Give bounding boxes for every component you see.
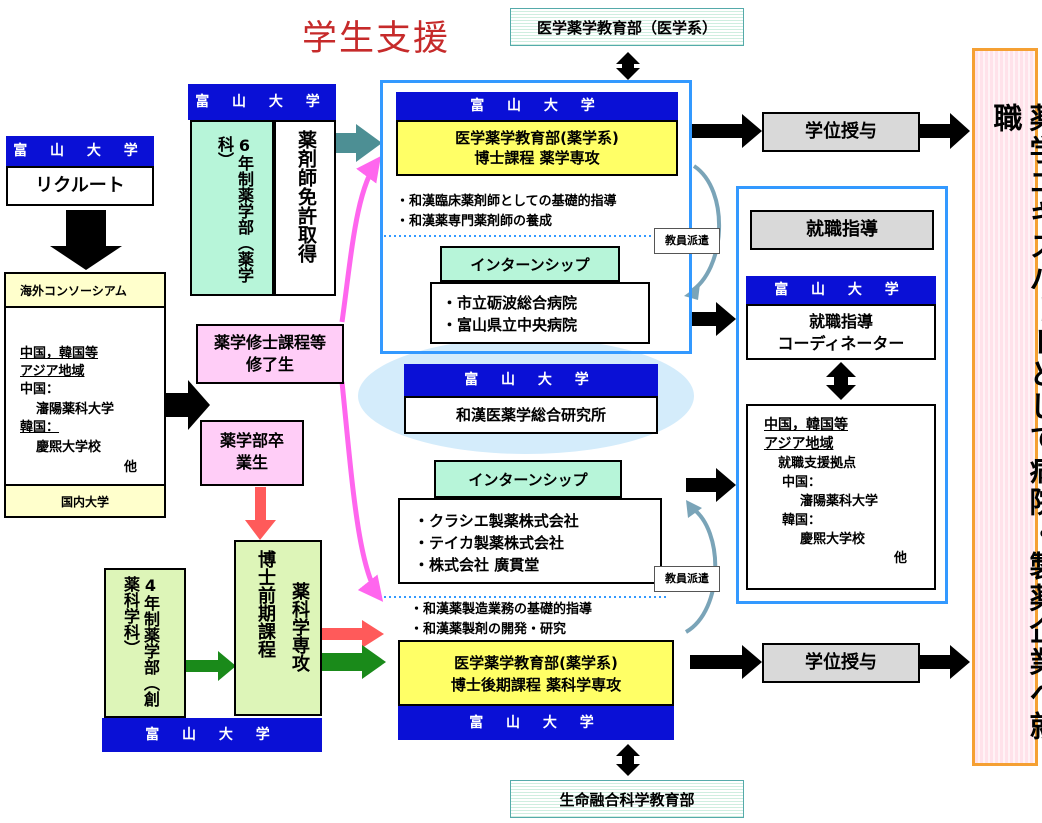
curve-dispatch-bottom-head (686, 500, 702, 518)
pink-curve-up (339, 155, 381, 323)
phd-top-bullet-2: ・和漢薬専門薬剤師の養成 (396, 214, 553, 229)
arrow-to-job-support-top (690, 302, 736, 336)
asia-korea: 韓国： (782, 513, 822, 528)
consortium-china-univ: 瀋陽薬科大学 (36, 402, 115, 417)
consortium-korea: 韓国： (20, 420, 60, 435)
pharm6-col2: 薬剤師免許取得 (274, 120, 336, 296)
career-banner: 薬学エキスパートとして病院・製薬企業へ就職 (972, 48, 1042, 766)
asia-region2: アジア地域 (764, 436, 834, 452)
consortium-etc: 他 (124, 460, 138, 475)
pharm4-panel: 4年制薬学部（創薬科学科） (104, 568, 186, 718)
undergrad-box: 薬学部卒業生 (200, 420, 304, 486)
consortium-panel: 海外コンソーシアム 中国，韓国等 アジア地域 中国： 瀋陽薬科大学 韓国： 慶煕… (4, 272, 166, 518)
asia-box: 中国，韓国等 アジア地域 就職支援拠点 中国： 瀋陽薬科大学 韓国： 慶煕大学校… (746, 404, 936, 590)
job-guidance-box: 就職指導 (750, 210, 934, 250)
pharm6-col1: 6年制薬学部（薬学科） (190, 120, 274, 296)
coordinator-box: 就職指導 コーディネーター (746, 304, 936, 360)
degree-box-top: 学位授与 (762, 112, 920, 152)
company-box: ・クラシエ製薬株式会社 ・テイカ製薬株式会社 ・株式会社 廣貫堂 (398, 498, 662, 584)
company-3: ・株式会社 廣貫堂 (414, 556, 540, 574)
recruit-box: リクルート (6, 166, 154, 206)
asia-base: 就職支援拠点 (778, 456, 857, 471)
phd-bottom-bullet-2: ・和漢薬製剤の開発・研究 (410, 622, 567, 637)
institute-box: 和漢医薬学総合研究所 (404, 396, 658, 434)
consortium-korea-univ: 慶煕大学校 (36, 440, 102, 455)
arrow-phd-to-degree-bottom (690, 645, 762, 679)
company-1: ・クラシエ製薬株式会社 (414, 512, 579, 530)
phd-bottom-line2: 博士後期課程 薬科学専攻 (450, 676, 622, 694)
phd-bottom-line1: 医学薬学教育部(薬学系) (454, 654, 618, 672)
arrow-recruit-down (50, 210, 122, 270)
dispatch-label-bottom: 教員派遣 (654, 566, 720, 592)
phd-top-frame (380, 80, 692, 354)
asia-etc: 他 (894, 551, 908, 566)
zenki-panel: 博士前期課程 薬科学専攻 (234, 540, 322, 716)
phd-top-univ-header: 富 山 大 学 (396, 92, 678, 120)
degree-box-bottom: 学位授与 (762, 643, 920, 683)
intern-label-top: インターンシップ (440, 246, 620, 282)
consortium-china: 中国： (20, 382, 60, 397)
asia-region: 中国，韓国等 (764, 417, 848, 433)
arrow-double-bottom (616, 744, 640, 776)
consortium-region2: アジア地域 (20, 364, 85, 379)
phd-bottom-box: 医学薬学教育部(薬学系) 博士後期課程 薬科学専攻 (398, 640, 674, 706)
arrow-double-top (616, 52, 640, 80)
hospital-1: ・市立砺波総合病院 (442, 294, 578, 312)
phd-top-line1: 医学薬学教育部(薬学系) (455, 129, 619, 147)
zenki-col1: 博士前期課程 (255, 550, 276, 658)
dispatch-label-top: 教員派遣 (654, 228, 720, 254)
pharm4-univ-footer: 富 山 大 学 (102, 718, 322, 752)
arrow-undergrad-down (245, 487, 276, 540)
hospital-box: ・市立砺波総合病院 ・富山県立中央病院 (430, 282, 650, 344)
pharm6-univ-header: 富 山 大 学 (188, 84, 336, 120)
hospital-2: ・富山県立中央病院 (442, 316, 578, 334)
intern-label-bottom: インターンシップ (434, 460, 622, 498)
recruit-univ-header: 富 山 大 学 (6, 136, 154, 166)
company-2: ・テイカ製薬株式会社 (414, 534, 565, 552)
arrow-double-coordinator (826, 362, 856, 400)
pharm6-col2-text: 薬剤師免許取得 (295, 130, 317, 263)
coordinator-line2: コーディネーター (777, 334, 905, 353)
consortium-domestic: 国内大学 (6, 484, 164, 516)
job-support-frame (736, 186, 948, 604)
coordinator-univ-header: 富 山 大 学 (746, 276, 936, 304)
arrow-phd-to-degree-top (690, 114, 762, 148)
consortium-header: 海外コンソーシアム (6, 274, 164, 308)
arrow-pharm4-right (186, 651, 236, 681)
coordinator-line1: 就職指導 (808, 312, 873, 331)
zenki-col2: 薬科学専攻 (289, 582, 310, 672)
pharm6-col1-text: 6年制薬学部（薬学科） (215, 136, 254, 283)
top-dept-box: 医学薬学教育部（医学系） (510, 8, 744, 46)
arrow-to-job-support-bottom (686, 468, 736, 502)
masters-grad-box: 薬学修士課程等修了生 (196, 324, 344, 384)
asia-korea-univ: 慶煕大学校 (800, 532, 866, 547)
page-title: 学生支援 (302, 19, 451, 59)
pink-curve-down (339, 381, 384, 602)
arrow-zenki-red (322, 620, 384, 648)
undergrad-text: 薬学部卒業生 (219, 431, 284, 472)
institute-univ-header: 富 山 大 学 (404, 364, 658, 396)
phd-top-line2: 博士課程 薬学専攻 (474, 149, 600, 167)
curve-dispatch-top-head (684, 284, 700, 300)
arrow-consortium-right (166, 380, 210, 430)
phd-top-bullet-1: ・和漢臨床薬剤師としての基礎的指導 (396, 194, 617, 209)
bottom-dept-box: 生命融合科学教育部 (510, 780, 744, 818)
arrow-zenki-green (322, 645, 386, 679)
arrow-degree-to-career-top (920, 113, 970, 149)
phd-top-box: 医学薬学教育部(薬学系) 博士課程 薬学専攻 (396, 120, 678, 176)
arrow-pharm6-to-phd (334, 124, 382, 162)
phd-bottom-univ-footer: 富 山 大 学 (398, 706, 674, 740)
asia-china-univ: 瀋陽薬科大学 (800, 494, 879, 509)
pharm4-text: 4年制薬学部（創薬科学科） (121, 576, 160, 707)
arrow-degree-to-career-bottom (920, 645, 970, 679)
masters-grad-text: 薬学修士課程等修了生 (213, 333, 326, 374)
asia-china: 中国： (782, 475, 822, 490)
career-text: 薬学エキスパートとして病院・製薬企業へ就職 (989, 103, 1042, 743)
consortium-region: 中国，韓国等 (20, 346, 99, 361)
phd-bottom-bullet-1: ・和漢薬製造業務の基礎的指導 (410, 602, 593, 617)
